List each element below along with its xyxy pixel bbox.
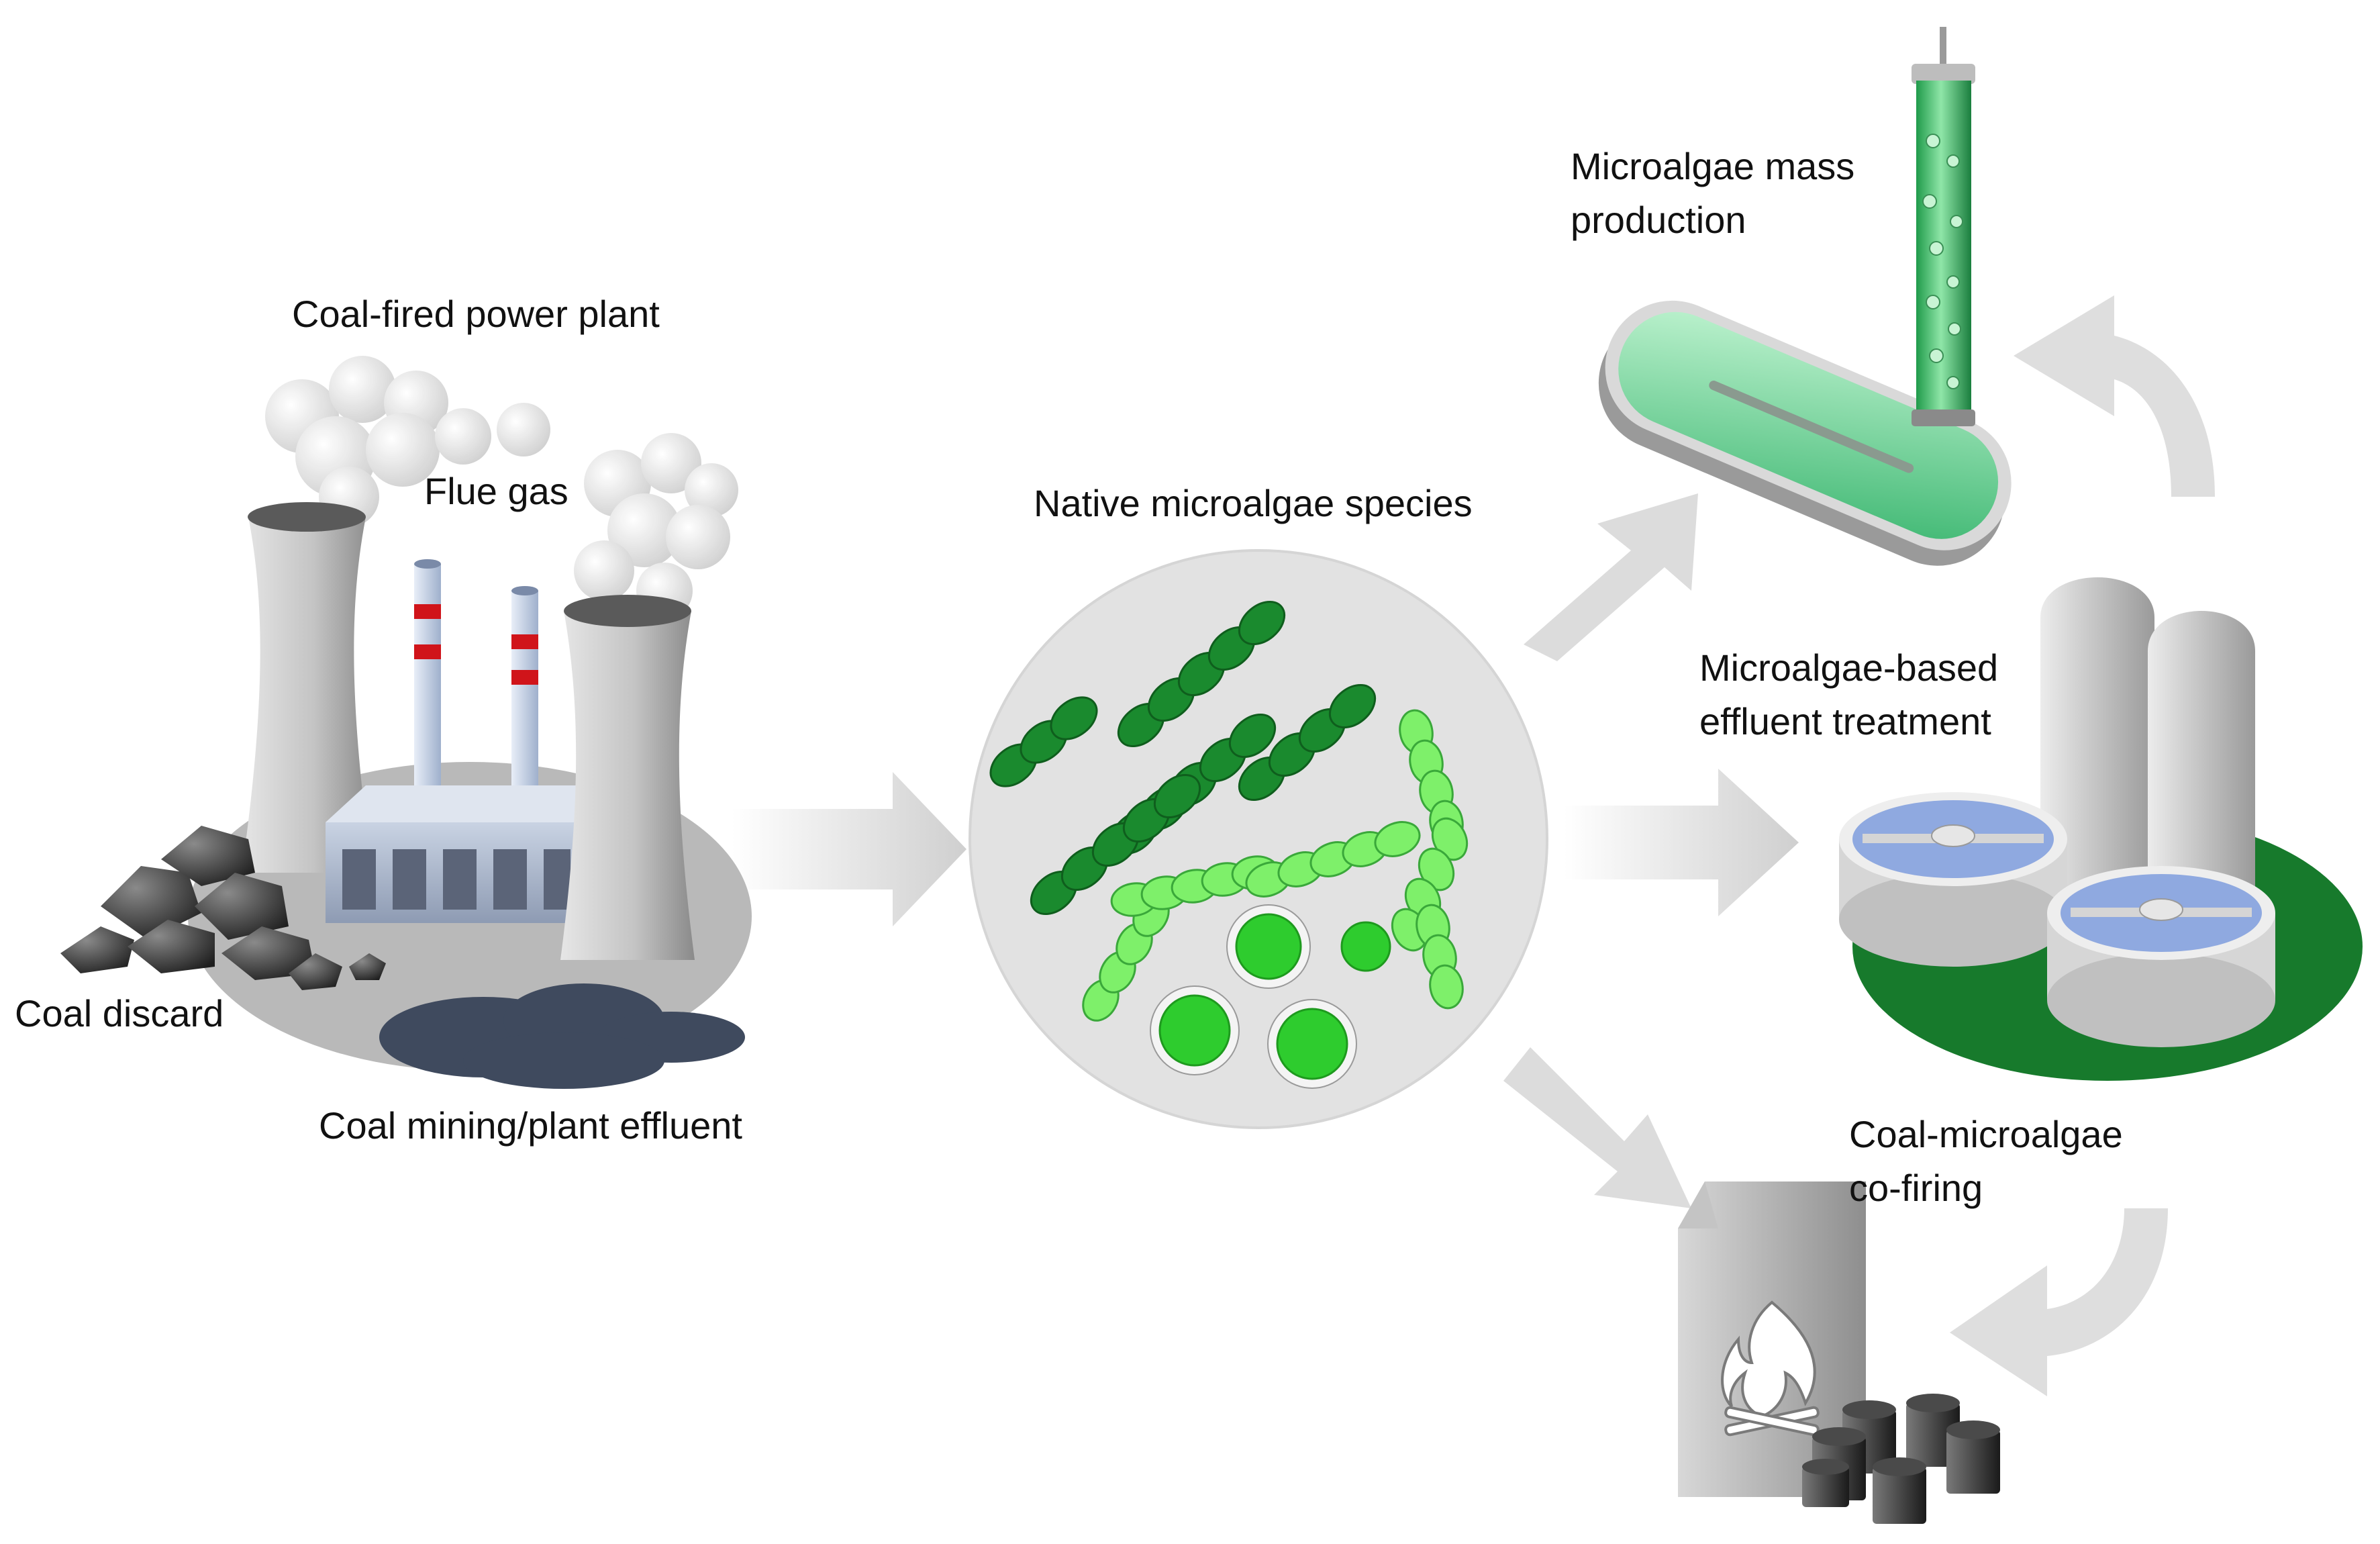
arrow-algae-to-cofiring <box>1503 1047 1691 1208</box>
algae-cell <box>1050 696 1098 740</box>
coal-briquettes <box>1802 1394 2000 1524</box>
flue-gas-smoke <box>265 356 738 619</box>
round-algae-cell <box>1276 1008 1348 1080</box>
label-coal-fired-power-plant: Coal-fired power plant <box>292 293 660 335</box>
round-algae-cell <box>1158 994 1231 1067</box>
algae-cell <box>1431 817 1469 861</box>
algae-cell <box>1228 713 1277 759</box>
label-coal-discard: Coal discard <box>15 992 224 1034</box>
plant-building <box>326 785 604 923</box>
round-algae-cell <box>1340 921 1391 972</box>
arrow-plant-to-algae <box>732 772 966 926</box>
round-algae-cell <box>1235 913 1302 980</box>
cooling-tower-left <box>242 517 373 873</box>
label-native-microalgae-species: Native microalgae species <box>1034 482 1473 524</box>
cofiring-illustration <box>1678 1181 2000 1524</box>
photobioreactor-icon <box>1912 27 1975 426</box>
arrow-treatment-to-mass-production <box>2014 295 2215 497</box>
algae-cell <box>1328 683 1377 729</box>
effluent-puddle <box>379 983 745 1089</box>
clarifier-tank-front <box>2047 866 2275 1047</box>
clarifier-tank-back <box>1839 792 2067 967</box>
algae-cell <box>1238 600 1286 646</box>
effluent-treatment-illustration <box>1839 577 2363 1081</box>
algae-cell <box>1418 847 1455 891</box>
arrow-return-to-cofiring <box>1950 1208 2168 1396</box>
label-coal-microalgae-cofiring: Coal-microalgae co-firing <box>1849 1113 2123 1209</box>
algae-cell <box>1374 821 1421 857</box>
native-microalgae-circle <box>969 549 1548 1129</box>
coal-discard-pile <box>60 826 386 990</box>
algae-cell <box>1429 964 1464 1010</box>
arrow-algae-to-treatment <box>1564 769 1799 916</box>
label-coal-mining-effluent: Coal mining/plant effluent <box>319 1104 742 1147</box>
arrow-algae-to-mass-production <box>1524 493 1698 661</box>
raceway-pond-icon <box>1598 300 2012 566</box>
cooling-tower-right <box>560 611 695 960</box>
coal-power-plant-illustration <box>60 356 752 1089</box>
algae-cell <box>1153 773 1201 819</box>
label-microalgae-mass-production: Microalgae mass production <box>1571 145 1855 241</box>
label-flue-gas: Flue gas <box>424 470 568 512</box>
fire-icon <box>1721 1300 1820 1437</box>
mass-production-illustration <box>1598 27 2012 566</box>
label-microalgae-effluent-treatment: Microalgae-based effluent treatment <box>1699 646 1999 742</box>
